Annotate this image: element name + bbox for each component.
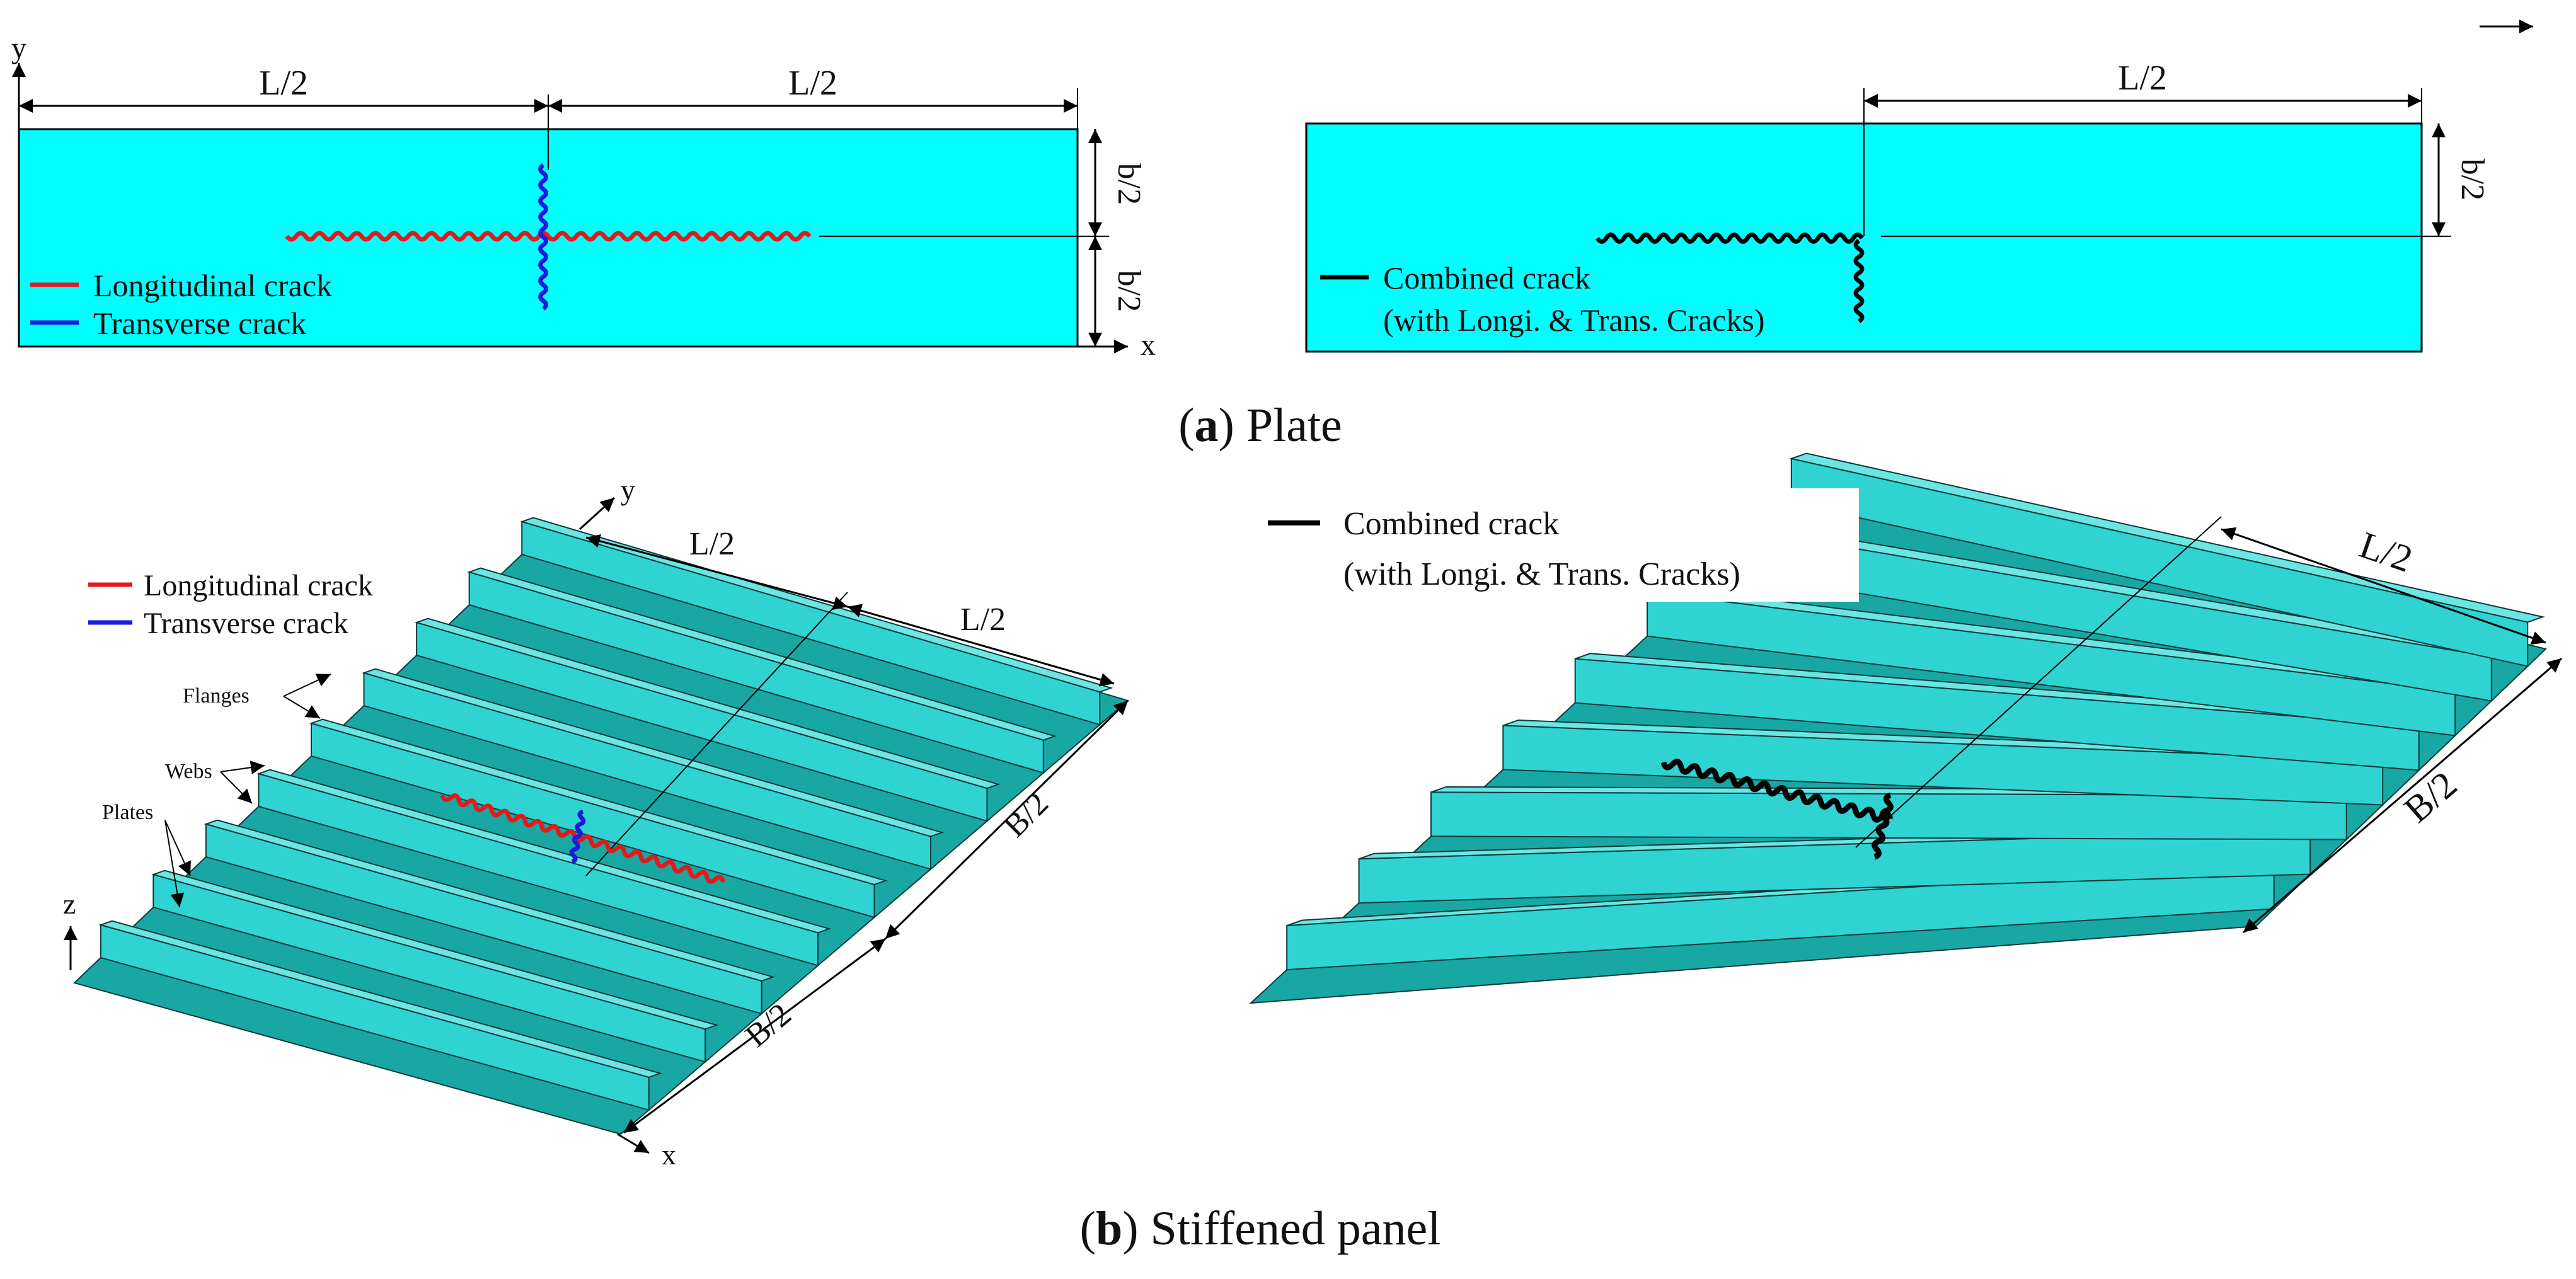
legend-label-longitudinal: Longitudinal crack [93,268,332,303]
callout-webs: Webs [165,760,212,783]
caption-stiffened-text: Stiffened panel [1151,1202,1441,1255]
legend-label-combined: Combined crack [1383,260,1590,295]
dim-b-right-label: b/2 [2454,159,2490,200]
panel-dim-L-mid-label: L/2 [960,602,1006,638]
dim-length-label: L/2 [2118,59,2167,98]
callout-plates-leader-2 [164,820,185,908]
dim-label-left: L/2 [259,64,308,103]
panel-right-legend-backdrop [1254,488,1859,602]
stiffener-flange [256,769,832,934]
panel-left: y L/2 L/2 B/2 B/2 x z Longitudinal crack… [63,474,1130,1171]
panel-right-dim-L-label: L/2 [2354,524,2417,580]
panel-x-axis-label: x [662,1138,676,1171]
callout-flanges-leader-1 [283,674,331,697]
legend-label-combined-sub: (with Longi. & Trans. Cracks) [1383,302,1765,338]
callout-webs-leader-1 [220,760,265,775]
caption-stiffened-letter: b [1096,1202,1122,1255]
caption-plate-text: Plate [1246,399,1342,452]
longitudinal-crack [285,231,812,242]
panel-centerline [585,592,848,876]
dim-label-right: L/2 [788,64,837,103]
combined-crack-longitudinal [1596,232,1864,244]
panel-y-axis-label: y [621,474,635,506]
callout-flanges: Flanges [183,684,250,708]
panel-legend-label-transverse: Transverse crack [144,607,348,640]
callout-webs-leader-2 [220,771,253,804]
legend-label-transverse: Transverse crack [93,306,306,341]
panel-right-dim-B [2243,657,2562,934]
panel-combined-crack-transverse [1872,792,1894,860]
panel-combined-crack-longitudinal [1660,759,1894,823]
panel-dim-B-lower [623,938,886,1134]
combined-crack-transverse [1853,239,1865,323]
y-axis-label: y [11,32,26,65]
callout-plates: Plates [102,801,153,824]
panel-dim-L-top-label: L/2 [689,526,735,562]
panel-legend-label-longitudinal: Longitudinal crack [144,569,373,602]
panel-dim-L-mid [847,604,1115,687]
panel-right-centerline [1855,516,2222,848]
x-axis-label: x [1141,328,1156,362]
panel-right: L/2 B/2 Combined crack (with Longi. & Tr… [1249,452,2562,1004]
panel-right-legend-label: Combined crack [1343,506,1559,542]
panel-z-axis-label: z [63,888,76,920]
panel-right-legend-label-sub: (with Longi. & Trans. Cracks) [1343,556,1740,592]
panel-dim-B-upper [884,699,1129,940]
panel-right-dim-L [2221,527,2546,645]
callout-flanges-leader-2 [283,696,321,719]
caption-stiffened: (b) Stiffened panel [1080,1202,1441,1255]
dim-b-top-label: b/2 [1111,163,1147,205]
panel-longitudinal-crack [440,793,726,884]
caption-plate: (a) Plate [1178,399,1342,452]
panel-dim-L-top [585,534,848,610]
callout-plates-leader-1 [164,820,191,876]
transverse-crack [538,163,548,311]
panel-y-axis [578,496,616,531]
dim-b-bottom-label: b/2 [1111,270,1147,312]
caption-plate-letter: a [1195,399,1219,452]
plate-left: y x L/2 L/2 b/2 b/2 Longitudinal crack T… [11,32,1156,362]
plate-right: L/2 b/2 Combined crack (with Longi. & Tr… [1305,20,2533,353]
panel-x-axis [617,1133,650,1154]
panel-transverse-crack [569,809,586,864]
